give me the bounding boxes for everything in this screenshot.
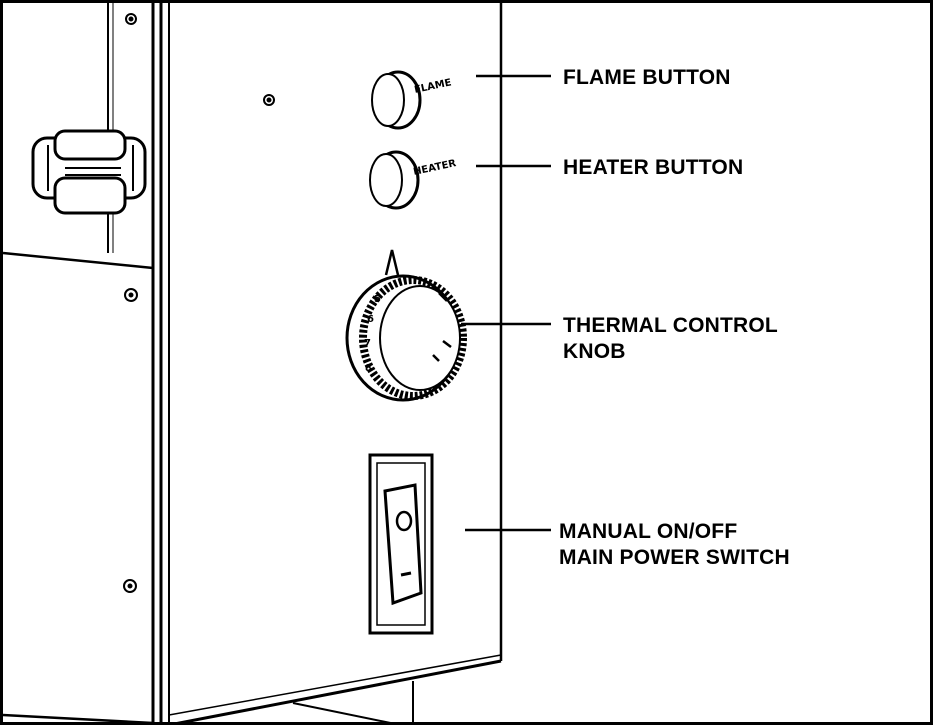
knob-number-5: 5 <box>374 294 381 305</box>
knob-number-6: 6 <box>367 314 374 325</box>
flame-button-label: FLAME BUTTON <box>563 66 731 89</box>
power-label-line1: MANUAL ON/OFF <box>559 520 738 543</box>
knob-number-8: 8 <box>365 363 372 374</box>
flame-marking: FLAME <box>413 77 452 96</box>
power-label-line2: MAIN POWER SWITCH <box>559 546 790 569</box>
knob-number-7: 7 <box>364 338 371 349</box>
heater-marking: HEATER <box>412 158 457 178</box>
main-power-switch-label: MANUAL ON/OFF MAIN POWER SWITCH <box>559 519 790 571</box>
appliance-drawing: FLAME HEATER 5 6 7 8 <box>3 3 551 722</box>
main-power-switch <box>368 453 434 635</box>
thermal-label-line1: THERMAL CONTROL <box>563 314 778 337</box>
heater-button: HEATER <box>369 150 457 210</box>
leader-lines <box>461 74 551 532</box>
heater-button-label: HEATER BUTTON <box>563 156 744 179</box>
cabinet-left <box>3 3 155 722</box>
thermal-control-knob-label: THERMAL CONTROL KNOB <box>563 313 778 365</box>
handle-latch <box>31 129 147 215</box>
thermal-control-knob: 5 6 7 8 <box>345 249 467 402</box>
thermal-label-line2: KNOB <box>563 340 626 363</box>
flame-button: FLAME <box>371 70 453 130</box>
control-panel <box>159 3 503 722</box>
